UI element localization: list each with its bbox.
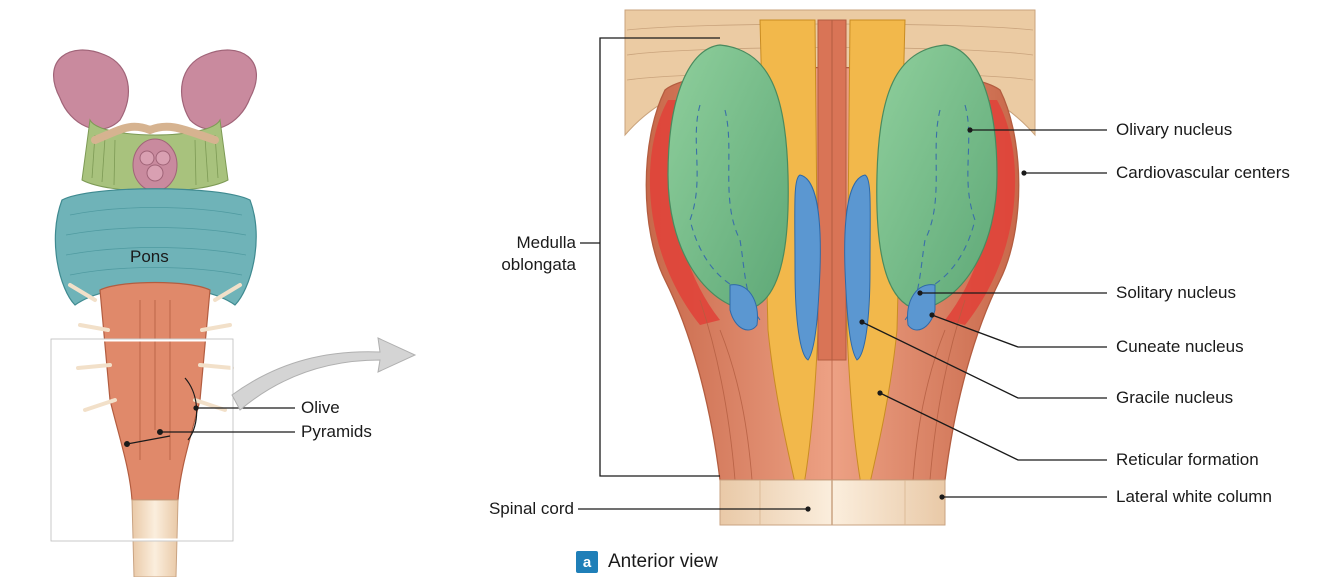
lateral-white-column-label: Lateral white column	[1116, 487, 1272, 507]
spinal-cord-label: Spinal cord	[440, 499, 574, 519]
figure-caption: a Anterior view	[576, 550, 718, 574]
caption-badge: a	[576, 551, 598, 573]
pons-label: Pons	[130, 247, 169, 267]
brainstem-overview	[51, 50, 256, 577]
olivary-nucleus-label: Olivary nucleus	[1116, 120, 1232, 140]
reticular-formation-label: Reticular formation	[1116, 450, 1259, 470]
olive-label: Olive	[301, 398, 340, 418]
cardiovascular-centers-label: Cardiovascular centers	[1116, 163, 1290, 183]
gracile-nucleus-label: Gracile nucleus	[1116, 388, 1233, 408]
medulla-label-line2: oblongata	[470, 255, 576, 275]
medulla-detail	[625, 10, 1035, 525]
cuneate-nucleus-label: Cuneate nucleus	[1116, 337, 1244, 357]
left-thalamus	[54, 50, 129, 129]
caption-text: Anterior view	[608, 551, 718, 573]
right-thalamus	[182, 50, 257, 129]
solitary-nucleus-label: Solitary nucleus	[1116, 283, 1236, 303]
pyramids-label: Pyramids	[301, 422, 372, 442]
medulla-label-line1: Medulla	[470, 233, 576, 253]
